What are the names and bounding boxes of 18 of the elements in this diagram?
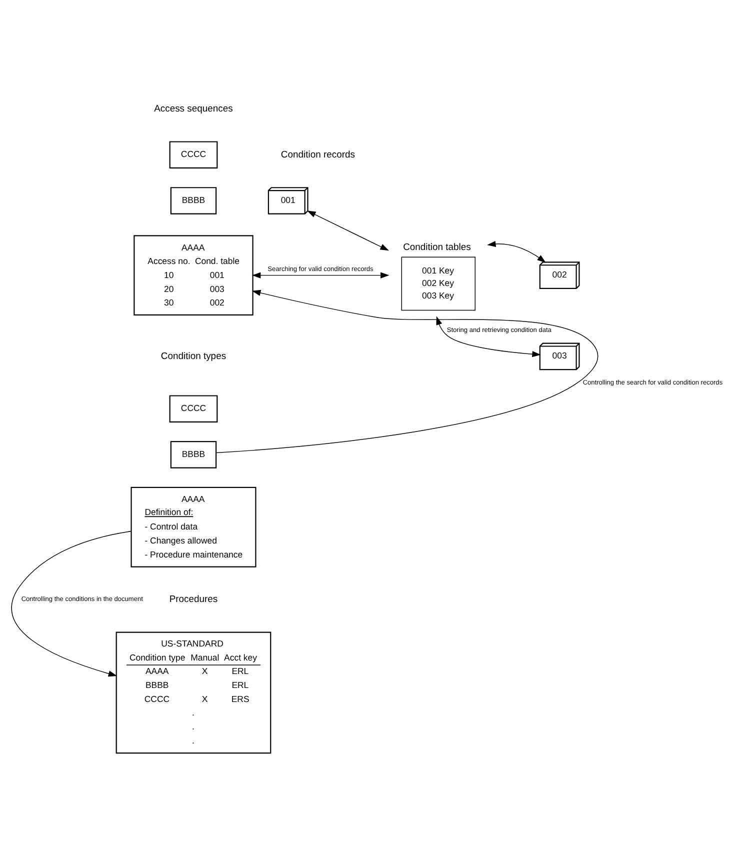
node-box: CCCC xyxy=(169,394,218,422)
node-label: Access sequences xyxy=(154,102,233,114)
node-box: 001 Key 002 Key 003 Key xyxy=(401,256,476,310)
arrow xyxy=(11,530,132,676)
arrow xyxy=(216,289,598,453)
node-box: BBBB xyxy=(170,186,217,214)
node-box: US-STANDARD Condition type Manual Acct key AAAA X ERL BBBB ERL CCCC X ERS . . . xyxy=(116,631,272,754)
node-box: AAAA Definition of: - Control data - Changes allowed - Procedure maintenance xyxy=(130,486,256,567)
node-box: CCCC xyxy=(169,140,218,168)
node-label: Procedures xyxy=(169,594,218,605)
node-box: BBBB xyxy=(170,440,217,468)
node-box: AAAA Access no. Cond. table 10 001 20 003 30 002 xyxy=(134,234,254,316)
node-label: Condition tables xyxy=(403,242,471,253)
node-label: Condition types xyxy=(160,350,226,362)
arrow xyxy=(487,240,546,262)
label: Condition records xyxy=(280,148,355,160)
arrow xyxy=(252,272,390,278)
arrow xyxy=(307,210,389,250)
